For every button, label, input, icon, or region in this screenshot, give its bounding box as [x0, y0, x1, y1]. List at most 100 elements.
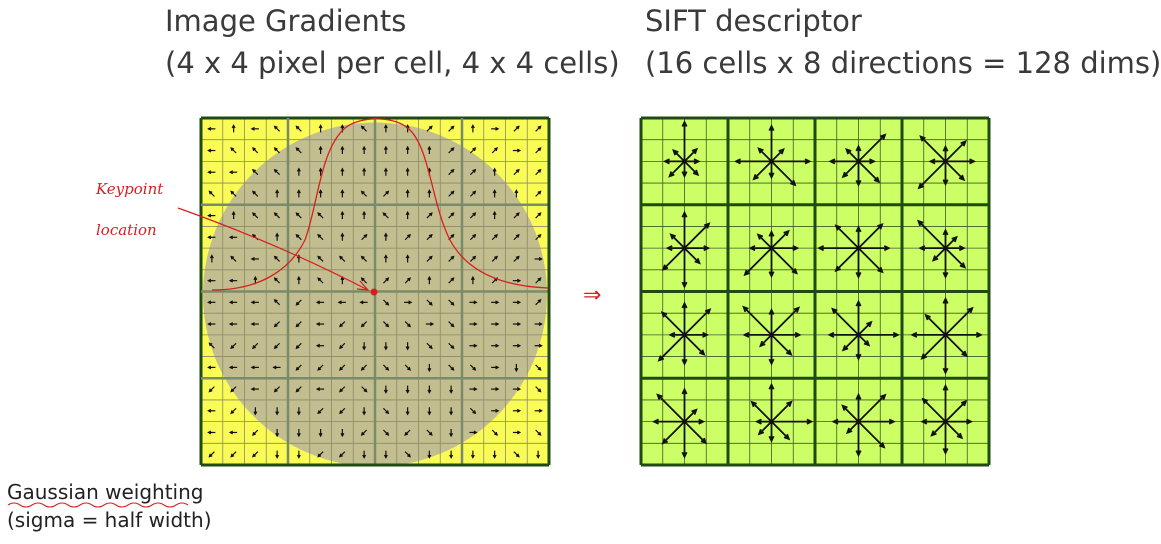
orientation-bin-arrowhead — [742, 331, 750, 338]
keypoint-dot — [370, 288, 378, 296]
orientation-bin-arrowhead — [961, 350, 968, 358]
orientation-bin-arrowhead — [806, 418, 814, 425]
gradient-arrowhead — [250, 300, 255, 305]
gradient-arrowhead — [449, 389, 454, 394]
gradient-arrowhead — [428, 212, 433, 217]
gradient-arrowhead — [360, 255, 365, 260]
orientation-bin-arrowhead — [698, 418, 706, 425]
gradient-arrowhead — [472, 410, 477, 415]
gradient-arrowhead — [362, 454, 367, 459]
orientation-bin-arrowhead — [681, 451, 688, 459]
orientation-histogram — [917, 135, 977, 190]
gradient-arrowhead — [495, 322, 500, 326]
gradient-arrowhead — [537, 366, 542, 371]
orientation-bin-arrow — [857, 160, 880, 183]
gradient-arrowhead — [385, 431, 390, 436]
orientation-bin-arrow — [944, 160, 965, 181]
orientation-bin-arrowhead — [768, 435, 775, 443]
keypoint-pointer — [177, 207, 369, 291]
gradient-arrowhead — [470, 454, 475, 459]
gradient-arrowhead — [383, 167, 388, 172]
gradient-arrowhead — [429, 322, 435, 326]
orientation-bin-arrow — [743, 306, 773, 336]
orientation-histogram — [652, 387, 708, 459]
orientation-bin-arrowhead — [863, 340, 871, 347]
gradient-arrowhead — [428, 431, 433, 436]
orientation-bin-arrow — [759, 334, 773, 347]
gradients-title-line2: (4 x 4 pixel per cell, 4 x 4 cells) — [165, 46, 620, 80]
gradient-arrowhead — [449, 433, 454, 438]
gradient-arrowhead — [383, 254, 388, 259]
orientation-bin-arrowhead — [657, 355, 665, 362]
gradient-arrowhead — [492, 454, 497, 459]
gradient-arrowhead — [252, 168, 256, 173]
gradient-arrowhead — [515, 125, 520, 130]
gradient-arrowhead — [230, 255, 235, 260]
orientation-bin-arrowhead — [918, 245, 926, 252]
gradient-arrowhead — [339, 453, 343, 458]
orientation-bin-arrow — [922, 398, 947, 423]
orientation-bin-arrowhead — [783, 433, 791, 441]
orientation-bin-arrow — [770, 230, 790, 249]
gradient-arrowhead — [472, 168, 477, 173]
gradient-arrowhead — [296, 433, 301, 438]
gradient-arrowhead — [495, 300, 500, 305]
gradient-arrowhead — [250, 126, 255, 131]
orientation-bin-arrowhead — [661, 264, 669, 271]
gradient-arrowhead — [405, 167, 410, 172]
orientation-bin-arrowhead — [892, 331, 900, 338]
gradient-arrowhead — [427, 389, 432, 394]
gradient-arrowhead — [317, 366, 322, 371]
orientation-bin-arrow — [758, 147, 773, 163]
orientation-bin-arrow — [944, 334, 967, 357]
gradient-arrowhead — [385, 277, 390, 282]
orientation-bin-arrowhead — [768, 229, 775, 237]
orientation-bin-arrow — [835, 247, 860, 272]
orientation-bin-arrow — [932, 247, 947, 261]
orientation-bin-arrowhead — [942, 383, 949, 391]
gradients-title: Image Gradients (4 x 4 pixel per cell, 4… — [165, 0, 620, 84]
gradient-arrowhead — [295, 212, 300, 217]
orientation-bin-arrowhead — [855, 450, 862, 458]
gradient-arrowhead — [537, 190, 542, 195]
gradient-arrowhead — [383, 346, 388, 351]
orientation-bin-arrowhead — [652, 418, 659, 425]
orientation-bin-arrowhead — [942, 271, 949, 279]
orientation-bin-arrowhead — [841, 345, 849, 352]
gradient-arrowhead — [339, 323, 343, 328]
gradient-arrowhead — [495, 408, 500, 413]
orientation-bin-arrowhead — [831, 307, 838, 314]
orientation-bin-arrowhead — [757, 428, 765, 436]
gradient-arrowhead — [360, 366, 365, 371]
orientation-bin-arrowhead — [660, 311, 668, 318]
gradient-arrowhead — [405, 254, 410, 259]
gradient-arrowhead — [228, 322, 234, 326]
gradient-arrowhead — [538, 408, 543, 413]
orientation-bin-arrow — [918, 160, 947, 189]
orientation-bin-arrow — [857, 334, 870, 346]
gradient-arrowhead — [360, 431, 365, 436]
gradient-arrowhead — [252, 190, 256, 195]
orientation-bin-arrowhead — [681, 358, 688, 366]
gradient-arrowhead — [404, 431, 409, 436]
orientation-bin-arrowhead — [681, 301, 688, 309]
gradient-arrowhead — [296, 411, 301, 416]
gradient-arrowhead — [494, 255, 498, 260]
gradient-arrowhead — [207, 300, 212, 305]
gradient-arrowhead — [473, 300, 478, 305]
orientation-bin-arrowhead — [958, 245, 966, 252]
keypoint-label-line1: Keypoint — [96, 180, 164, 198]
orientation-bin-arrowhead — [691, 408, 698, 415]
gradient-arrowhead — [515, 168, 520, 173]
orientation-bin-arrowhead — [768, 124, 775, 132]
gradient-arrowhead — [405, 145, 410, 150]
gradient-arrowhead — [450, 277, 455, 282]
gradient-arrowhead — [207, 278, 212, 283]
orientation-bin-arrowhead — [917, 219, 924, 227]
orientation-bin-arrow — [757, 234, 773, 249]
gradient-arrowhead — [252, 345, 256, 350]
orientation-bin-arrowhead — [878, 442, 886, 449]
orientation-bin-arrow — [683, 334, 705, 356]
keypoint-label-line2: location — [96, 221, 157, 239]
orientation-bin-arrowhead — [880, 393, 887, 401]
